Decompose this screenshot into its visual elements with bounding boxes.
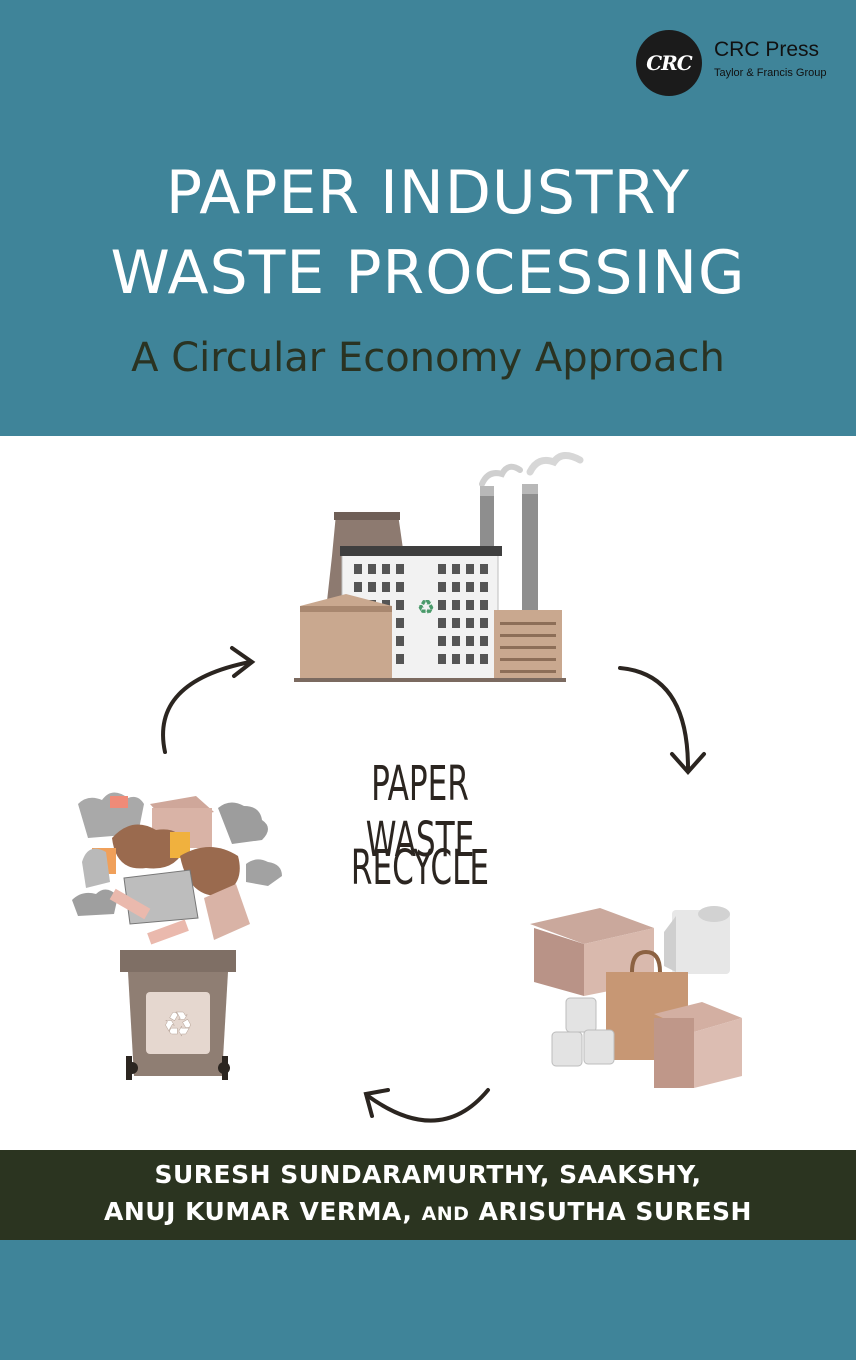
publisher-logo: CRC CRC Press Taylor & Francis Group (636, 30, 846, 96)
authors-line-2-first: ANUJ KUMAR VERMA, (104, 1197, 422, 1226)
authors-line-2: ANUJ KUMAR VERMA, AND ARISUTHA SURESH (0, 1197, 856, 1226)
paper-products-icon (530, 906, 742, 1088)
waste-bin-icon: ♻ (72, 792, 282, 1080)
authors-line-1: SURESH SUNDARAMURTHY, SAAKSHY, (154, 1160, 702, 1189)
authors-line-2-last: ARISUTHA SURESH (469, 1197, 752, 1226)
cover-illustration: ♻ (0, 436, 856, 1150)
illustration-label-line-1: PAPER WASTE (365, 756, 475, 868)
svg-text:♻: ♻ (163, 1005, 193, 1045)
authors-conjunction: AND (421, 1203, 470, 1225)
book-title-line-1: PAPER INDUSTRY (165, 158, 691, 228)
bottom-band (0, 1240, 856, 1360)
book-subtitle: A Circular Economy Approach (131, 335, 725, 381)
crc-logo-text: CRC (646, 51, 692, 75)
crc-logo-icon (636, 30, 702, 96)
book-title-line-2: WASTE PROCESSING (110, 238, 746, 308)
authors-band: SURESH SUNDARAMURTHY, SAAKSHY, ANUJ KUMA… (0, 1150, 856, 1240)
publisher-name: CRC Press (714, 38, 820, 61)
illustration-label-line-2: RECYCLE (350, 840, 490, 896)
cycle-arrow-icon (161, 646, 706, 1123)
illustration-svg: ♻ (72, 452, 742, 1123)
title-band: CRC CRC Press Taylor & Francis Group PAP… (0, 0, 856, 436)
svg-text:♻: ♻ (417, 595, 435, 619)
factory-icon: ♻ (294, 452, 584, 682)
publisher-group: Taylor & Francis Group (714, 67, 827, 79)
